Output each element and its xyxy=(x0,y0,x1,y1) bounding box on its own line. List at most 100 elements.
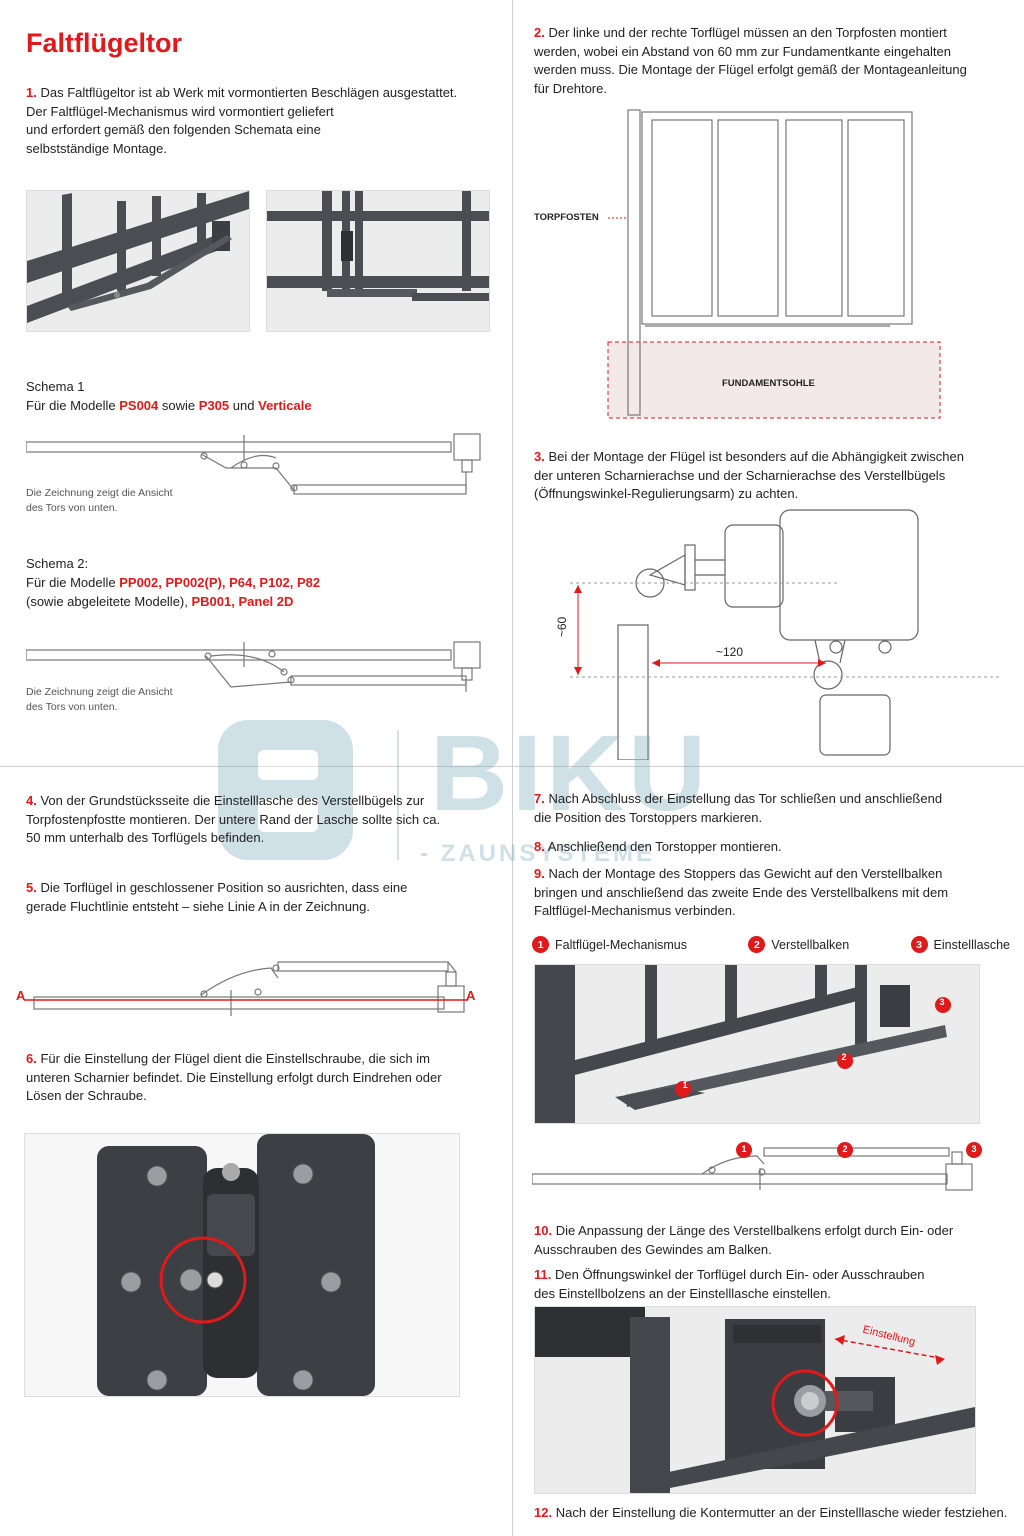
hinge-axis-drawing xyxy=(570,509,1000,760)
adjustment-bolt-illustration xyxy=(535,1307,975,1493)
step-number: 10. xyxy=(534,1223,553,1238)
mechanism-illustration xyxy=(27,191,249,331)
mechanism-photo-2 xyxy=(266,190,490,332)
model-name: P305 xyxy=(198,398,230,413)
text: Für die Modelle xyxy=(26,398,116,413)
step-3: 3. Bei der Montage der Flügel ist besond… xyxy=(534,448,1004,504)
step-number: 7. xyxy=(534,791,545,806)
step-11: 11. Den Öffnungswinkel der Torflügel dur… xyxy=(534,1266,1004,1303)
note-line: des Tors von unten. xyxy=(26,502,118,514)
legend-label: Verstellbalken xyxy=(771,937,850,952)
step-text: Der linke und der rechte Torflügel müsse… xyxy=(548,25,947,40)
step-text: Die Torflügel in geschlossener Position … xyxy=(40,880,408,895)
photo-marker-3: 3 xyxy=(939,997,945,1007)
step-text: Nach der Einstellung die Kontermutter an… xyxy=(555,1505,1008,1520)
step-number: 12. xyxy=(534,1505,553,1520)
photo-marker-1: 1 xyxy=(682,1080,688,1090)
post-label: TORPFOSTEN xyxy=(534,212,599,223)
foundation-label: FUNDAMENTSOHLE xyxy=(722,378,815,389)
line-a-right-marker: A xyxy=(466,988,476,1003)
step-text: Von der Grundstücksseite die Einstelllas… xyxy=(40,793,425,808)
step-5: 5. Die Torflügel in geschlossener Positi… xyxy=(26,879,496,916)
model-name: PS004 xyxy=(119,398,159,413)
mechanism-schematic xyxy=(532,1142,982,1191)
step-text: Bei der Montage der Flügel ist besonders… xyxy=(548,449,964,464)
note-line: Die Zeichnung zeigt die Ansicht xyxy=(26,686,173,698)
page-title: Faltflügeltor xyxy=(26,28,182,58)
mechanism-photo-1 xyxy=(26,190,250,332)
hinge-screw-photo xyxy=(24,1133,460,1397)
schema-1-title: Schema 1 xyxy=(26,379,85,394)
step-text: Für die Einstellung der Flügel dient die… xyxy=(40,1051,430,1066)
step-1: 1. Das Faltflügeltor ist ab Werk mit vor… xyxy=(26,84,496,158)
legend-item-beam: 2 Verstellbalken xyxy=(748,936,849,953)
legend-item-mechanism: 1 Faltflügel-Mechanismus xyxy=(532,936,687,953)
step-number: 2. xyxy=(534,25,545,40)
dimension-vertical: ~60 xyxy=(555,616,570,638)
step-text: Die Anpassung der Länge des Verstellbalk… xyxy=(555,1223,954,1238)
text: sowie xyxy=(161,398,196,413)
step-4: 4. Von der Grundstücksseite die Einstell… xyxy=(26,792,496,848)
gate-post-drawing xyxy=(607,109,941,419)
line-a-left-marker: A xyxy=(16,988,26,1003)
step-text: die Position des Torstoppers markieren. xyxy=(534,809,763,825)
step-text: Der Faltflügel-Mechanismus wird vormonti… xyxy=(26,103,334,119)
text: und xyxy=(232,398,255,413)
schema-2-title: Schema 2: xyxy=(26,556,89,571)
text: Für die Modelle xyxy=(26,575,116,590)
watermark-subtitle: - ZAUNSYSTEME xyxy=(420,840,656,867)
legend-badge: 1 xyxy=(532,936,549,953)
alignment-line-drawing xyxy=(24,961,468,1016)
schema-2-models-2: (sowie abgeleitete Modelle), PB001, Pane… xyxy=(26,593,293,612)
legend-label: Faltflügel-Mechanismus xyxy=(555,937,687,952)
step-number: 1. xyxy=(26,85,37,100)
step-number: 11. xyxy=(534,1267,552,1282)
step-text: Das Faltflügeltor ist ab Werk mit vormon… xyxy=(40,85,458,100)
text: (sowie abgeleitete Modelle), xyxy=(26,594,188,609)
step-10: 10. Die Anpassung der Länge des Verstell… xyxy=(534,1222,1004,1259)
step-text: der unteren Scharnierachse und der Schar… xyxy=(534,467,946,483)
step-text: (Öffnungswinkel-Regulierungsarm) zu acht… xyxy=(534,486,799,501)
step-text: selbstständige Montage. xyxy=(26,140,167,156)
step-text: Ausschrauben des Gewindes am Balken. xyxy=(534,1241,772,1257)
adjustment-bolt-photo xyxy=(534,1306,976,1494)
model-name: PB001, Panel 2D xyxy=(191,594,294,609)
legend-badge: 2 xyxy=(748,936,766,953)
dimension-horizontal: ~120 xyxy=(716,645,744,659)
step-text: des Einstellbolzens an der Einstelllasch… xyxy=(534,1285,832,1301)
step-text: und erfordert gemäß den folgenden Schema… xyxy=(26,122,321,137)
step-text: für Drehtore. xyxy=(534,80,607,96)
step-number: 8. xyxy=(534,839,545,854)
schematic-marker-1: 1 xyxy=(741,1144,747,1154)
step-text: gerade Fluchtlinie entsteht – siehe Lini… xyxy=(26,898,371,914)
schema-1-note: Die Zeichnung zeigt die Ansicht des Tors… xyxy=(26,486,173,516)
note-line: Die Zeichnung zeigt die Ansicht xyxy=(26,487,173,499)
step-text: unteren Scharnier befindet. Die Einstell… xyxy=(26,1069,442,1085)
vertical-divider xyxy=(512,0,513,1536)
step-text: Torpfostenpfostte montieren. Der untere … xyxy=(26,811,441,827)
step-text: bringen und anschließend das zweite Ende… xyxy=(534,884,949,900)
schema-2-note: Die Zeichnung zeigt die Ansicht des Tors… xyxy=(26,685,173,715)
photo-marker-2: 2 xyxy=(841,1052,847,1062)
step-text: Anschließend den Torstopper montieren. xyxy=(547,839,782,854)
watermark-brand: BIKU xyxy=(430,712,710,833)
step-text: Faltflügel-Mechanismus verbinden. xyxy=(534,903,736,918)
step-12: 12. Nach der Einstellung die Kontermutte… xyxy=(534,1504,1014,1523)
step-number: 5. xyxy=(26,880,37,895)
model-name: PP002, PP002(P), P64, P102, P82 xyxy=(119,575,321,590)
step-text: Nach Abschluss der Einstellung das Tor s… xyxy=(548,791,943,806)
step-6: 6. Für die Einstellung der Flügel dient … xyxy=(26,1050,496,1106)
step-2: 2. Der linke und der rechte Torflügel mü… xyxy=(534,24,1004,98)
step-text: werden muss. Die Montage der Flügel erfo… xyxy=(534,62,967,77)
horizontal-divider xyxy=(0,766,1024,767)
step-9: 9. Nach der Montage des Stoppers das Gew… xyxy=(534,865,1004,921)
mechanism-assembly-photo xyxy=(534,964,980,1124)
step-text: werden, wobei ein Abstand von 60 mm zur … xyxy=(534,43,951,59)
assembly-illustration xyxy=(535,965,979,1123)
step-text: Lösen der Schraube. xyxy=(26,1088,147,1103)
legend-label: Einstelllasche xyxy=(933,937,1010,952)
step-number: 9. xyxy=(534,866,545,881)
step-text: 50 mm unterhalb des Torflügels befinden. xyxy=(26,830,265,845)
